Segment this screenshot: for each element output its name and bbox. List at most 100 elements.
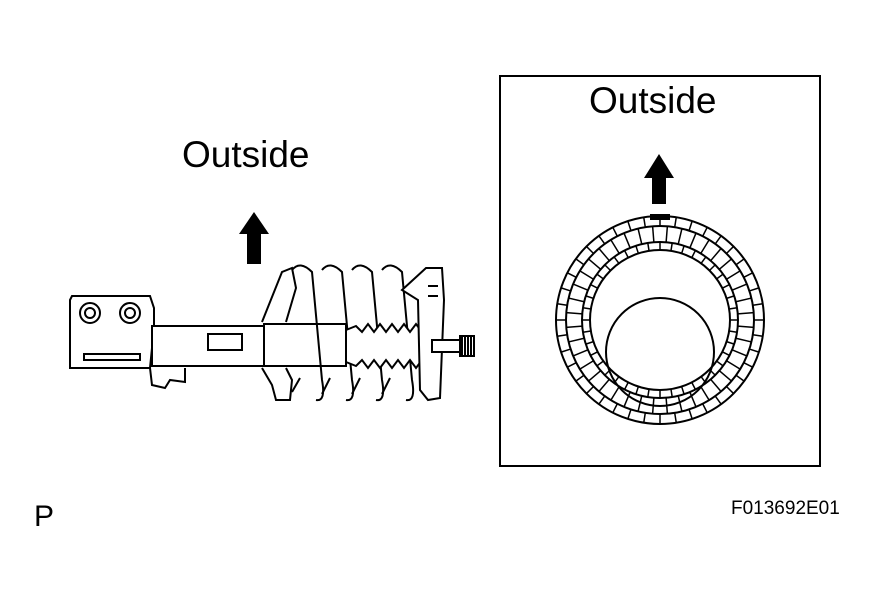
bearing-segment-line	[731, 283, 748, 291]
bearing-segment-line	[726, 270, 741, 280]
bearing-segment-line	[647, 242, 650, 251]
bearing-segment-line	[677, 228, 683, 245]
bearing-segment-line	[642, 412, 647, 423]
strut-assembly	[69, 264, 475, 402]
inset-frame	[499, 75, 821, 467]
bearing-segment-line	[627, 409, 632, 420]
bearing-segment-line	[689, 232, 697, 249]
bearing-segment-line	[700, 239, 710, 254]
bearing-segment-line	[613, 376, 620, 384]
right-up-arrow-icon	[644, 154, 674, 204]
bearing-segment-line	[716, 273, 724, 280]
bearing-segment-line	[598, 235, 606, 245]
bracket-bolt-hole-1	[79, 302, 101, 324]
upper-mount	[400, 267, 446, 402]
bearing-segment-line	[610, 386, 620, 401]
lower-spring-seat	[261, 266, 298, 323]
alignment-mark	[650, 214, 670, 220]
bearing-segment-line	[612, 403, 618, 414]
bearing-segment-line	[627, 220, 632, 231]
bearing-segment-line	[623, 250, 629, 258]
bearing-segment-line	[714, 235, 722, 245]
bearing-segment-line	[752, 333, 763, 338]
piston-rod	[431, 339, 463, 353]
bearing-segment-line	[579, 360, 594, 370]
bearing-segment-line	[726, 360, 741, 370]
bearing-segment-line	[612, 226, 618, 237]
bearing-segment-line	[718, 370, 732, 382]
bearing-segment-line	[743, 362, 754, 368]
bearing-segment-line	[566, 362, 577, 368]
bearing-segment-line	[598, 395, 606, 405]
bearing-segment-line	[610, 239, 620, 254]
corner-letter: P	[34, 500, 55, 533]
bearing-segment-line	[596, 273, 604, 280]
bearing-segment-line	[560, 287, 571, 292]
bearing-segment-line	[752, 302, 763, 307]
bearing-segment-line	[642, 217, 647, 228]
bearing-segment-line	[566, 325, 583, 329]
bearing-segment-line	[708, 264, 716, 272]
bearing-segment-line	[582, 330, 591, 333]
bearing-segment-line	[582, 307, 591, 310]
bearing-segment-line	[585, 295, 594, 300]
bearing-segment-line	[585, 340, 594, 345]
bearing-segment-line	[670, 242, 673, 251]
bearing-segment-line	[749, 348, 760, 353]
bearing-segment-line	[725, 245, 735, 255]
bearing-segment-line	[735, 258, 745, 266]
bearing-segment-line	[647, 389, 650, 398]
bearing-segment-line	[729, 330, 738, 333]
bracket-bolt-hole-2	[119, 302, 141, 324]
bearing-segment-line	[604, 264, 612, 272]
bearing-segment-line	[700, 386, 710, 401]
bearing-segment-line	[557, 302, 568, 307]
bearing-segment-line	[673, 217, 678, 228]
bearing-segment-line	[737, 311, 754, 315]
bearing-segment-line	[729, 307, 738, 310]
bearing-segment-line	[749, 287, 760, 292]
bearing-segment-line	[718, 258, 732, 270]
bearing-segment-line	[702, 226, 708, 237]
bearing-segments	[556, 216, 764, 424]
bearing-segment-line	[700, 256, 707, 264]
bearing-segment-line	[566, 272, 577, 278]
bearing-segment-line	[735, 337, 752, 343]
bearing-segment-line	[670, 389, 673, 398]
strut-cylinder	[263, 323, 347, 367]
left-outside-label: Outside	[182, 134, 310, 175]
bearing-segment-line	[637, 395, 643, 412]
bearing-segment-line	[613, 256, 620, 264]
bearing-segment-line	[714, 395, 722, 405]
bearing-segment-line	[568, 337, 585, 343]
bearing-segment-line	[651, 397, 655, 414]
bearing-segment-line	[637, 228, 643, 245]
bearing-segment-line	[731, 349, 748, 357]
bearing-segment-line	[557, 333, 568, 338]
bearing-segment-line	[677, 395, 683, 412]
bearing-segment-line	[665, 226, 669, 243]
bearing-segment-line	[590, 283, 598, 289]
bearing-segment-line	[566, 311, 583, 315]
bearing-segment-line	[722, 351, 730, 357]
bearing-segment-line	[651, 226, 655, 243]
bearing-segment-line	[673, 412, 678, 423]
center-bore	[605, 297, 715, 407]
bearing-segment-line	[710, 378, 722, 392]
bearing-segment-line	[623, 391, 631, 408]
knuckle-bracket	[69, 295, 155, 369]
bearing-segment-line	[560, 348, 571, 353]
bearing-segment-line	[737, 325, 754, 329]
bearing-segment-line	[604, 368, 612, 376]
bearing-segment-line	[688, 220, 693, 231]
bearing-segment-line	[588, 370, 602, 382]
bearing-segment-line	[735, 374, 745, 382]
left-up-arrow-icon	[239, 212, 269, 264]
bearing-segment-line	[722, 283, 730, 289]
bearing-segment-line	[575, 374, 585, 382]
bearing-top-view	[555, 214, 765, 425]
bearing-segment-line	[598, 248, 610, 262]
bearing-segment-line	[700, 376, 707, 384]
bearing-segment-line	[623, 382, 629, 390]
